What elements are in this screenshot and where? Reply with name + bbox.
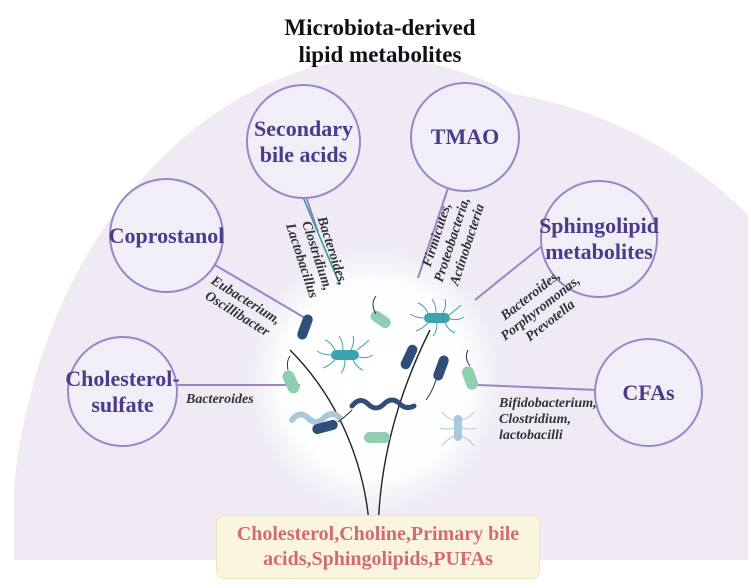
- flagellated-bacterium-icon: [439, 411, 477, 447]
- circle-text-line: bile acids: [259, 141, 348, 167]
- teal-connector: [299, 189, 341, 286]
- label-text-line: Bifidobacterium,: [499, 396, 597, 411]
- flagellated-bacterium-icon: [316, 335, 374, 374]
- rod-bacterium-icon: [297, 314, 313, 340]
- source-text-line-2: acids,Sphingolipids,PUFAs: [263, 548, 493, 570]
- label-text-line: Bacteroides: [186, 392, 254, 407]
- rod-bacterium-icon: [312, 419, 338, 435]
- metabolite-circle-sphingolipid-metabolites: Sphingolipid metabolites: [539, 180, 659, 298]
- source-lipids-box: Cholesterol,Choline,Primary bile acids,S…: [216, 515, 540, 579]
- rod-bacterium-icon: [282, 370, 300, 394]
- circle-text-line: Sphingolipid: [539, 213, 659, 238]
- circle-text-line: Secondary: [254, 115, 353, 141]
- spiral-bacterium-icon: [349, 397, 417, 411]
- bacteria-label-bifidobacterium: Bifidobacterium, Clostridium, lactobacil…: [499, 396, 597, 444]
- circle-text-line: Coprostanol: [108, 222, 225, 248]
- label-text-line: Clostridium,: [499, 412, 571, 427]
- metabolite-circle-cfas: CFAs: [594, 338, 703, 447]
- metabolite-circle-tmao: TMAO: [410, 82, 520, 192]
- bacteria-label-bacteroides: Bacteroides: [186, 392, 254, 408]
- spiral-bacterium-icon: [289, 411, 343, 425]
- circle-text-line: CFAs: [622, 379, 675, 405]
- source-text-line-1: Cholesterol,Choline,Primary bile: [236, 523, 520, 545]
- rod-bacterium-icon: [370, 310, 391, 329]
- title-line-1: Microbiota-derived: [284, 15, 476, 40]
- bacteria-cluster: [282, 295, 479, 447]
- rod-bacterium-icon: [433, 355, 449, 381]
- circle-text-line: metabolites: [545, 239, 653, 264]
- metabolite-circle-secondary-bile-acids: Secondary bile acids: [246, 84, 361, 199]
- circle-text-line: Cholesterol-: [65, 365, 180, 391]
- label-text-line: lactobacilli: [499, 428, 563, 443]
- circle-text-line: TMAO: [430, 124, 500, 149]
- circle-text-line: sulfate: [91, 391, 154, 417]
- flagellated-bacterium-icon: [409, 298, 465, 337]
- center-glow: [245, 245, 505, 515]
- metabolite-circle-coprostanol: Coprostanol: [109, 178, 224, 293]
- rod-bacterium-icon: [364, 432, 390, 443]
- title-line-2: lipid metabolites: [298, 42, 462, 67]
- diagram-title: Microbiota-derived lipid metabolites: [200, 14, 560, 68]
- metabolite-circle-cholesterol-sulfate: Cholesterol- sulfate: [65, 336, 180, 447]
- branch-stem-icon: [289, 329, 431, 541]
- rod-bacterium-icon: [400, 344, 418, 370]
- rod-bacterium-icon: [461, 366, 479, 390]
